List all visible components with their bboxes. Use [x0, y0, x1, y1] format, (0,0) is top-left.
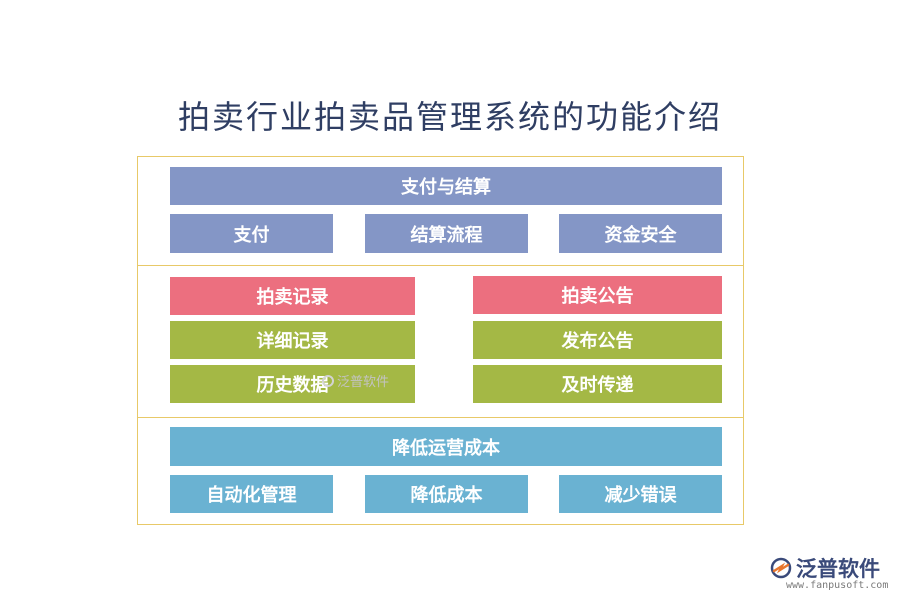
- brand-url: www.fanpusoft.com: [786, 580, 889, 591]
- settlement-process-box: 结算流程: [365, 214, 528, 253]
- watermark: 泛普软件: [322, 371, 389, 390]
- section-divider-1: [137, 265, 744, 266]
- brand-logo: 泛普软件: [770, 553, 880, 583]
- payment-header-box: 支付与结算: [170, 167, 722, 205]
- reduce-errors-box: 减少错误: [559, 475, 722, 513]
- diagram-frame: [137, 156, 744, 525]
- reduce-cost-box: 降低成本: [365, 475, 528, 513]
- section-divider-2: [137, 417, 744, 418]
- brand-name: 泛普软件: [796, 557, 880, 581]
- history-data-box: 历史数据: [170, 365, 415, 403]
- page-title: 拍卖行业拍卖品管理系统的功能介绍: [177, 98, 722, 136]
- fund-security-box: 资金安全: [559, 214, 722, 253]
- auction-records-header-box: 拍卖记录: [170, 277, 415, 315]
- auction-notice-header-box: 拍卖公告: [473, 276, 722, 314]
- timely-delivery-box: 及时传递: [473, 365, 722, 403]
- payment-item-box: 支付: [170, 214, 333, 253]
- watermark-text: 泛普软件: [337, 375, 390, 390]
- automation-box: 自动化管理: [170, 475, 333, 513]
- cost-header-box: 降低运营成本: [170, 427, 722, 466]
- brand-logo-icon: [770, 557, 792, 579]
- detailed-records-box: 详细记录: [170, 321, 415, 359]
- publish-notice-box: 发布公告: [473, 321, 722, 359]
- watermark-logo-icon: [322, 374, 334, 387]
